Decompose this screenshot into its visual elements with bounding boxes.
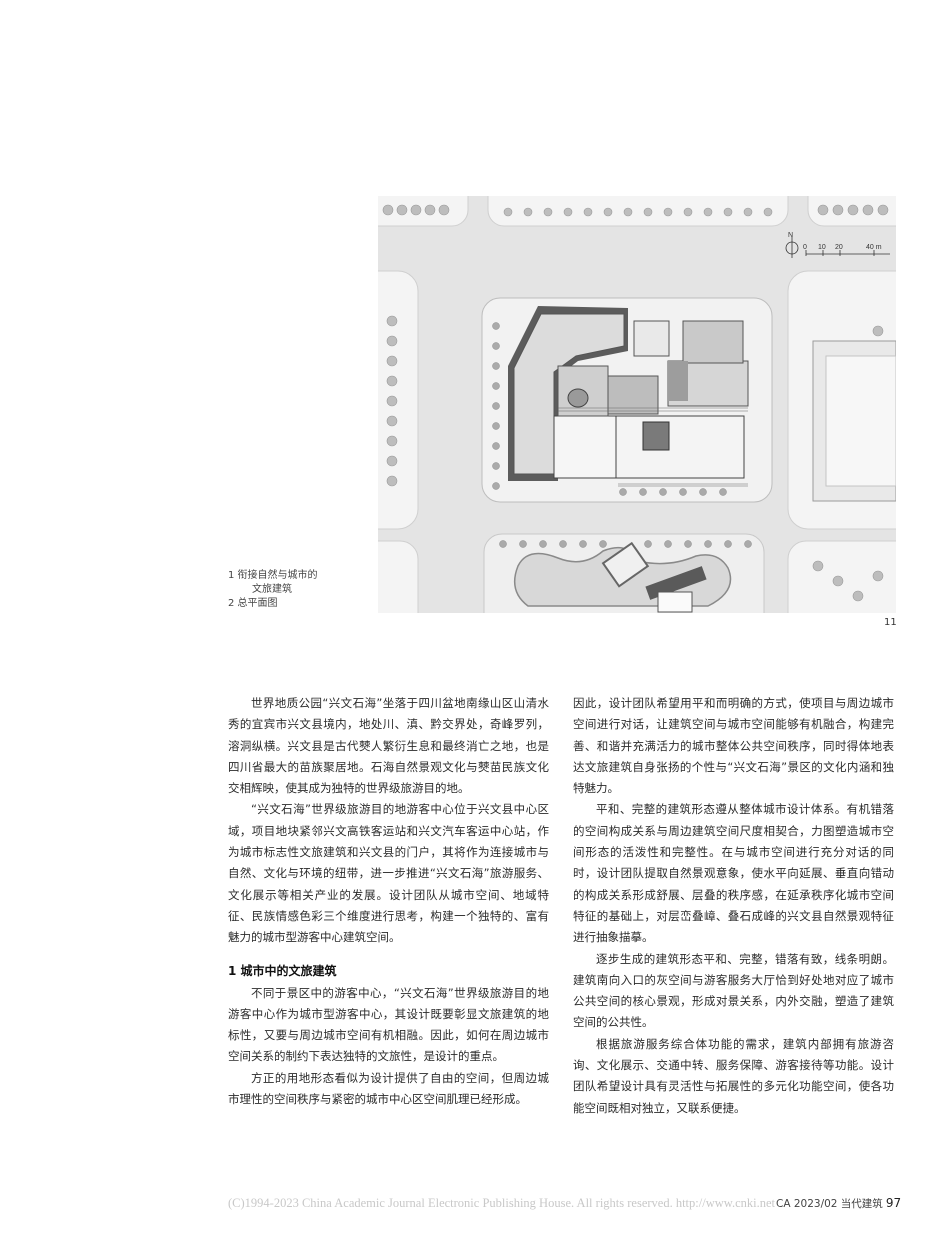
caption-1-cont: 文旅建筑 — [252, 584, 292, 595]
scale-label-10: 10 — [818, 244, 826, 251]
scale-label-20: 20 — [835, 244, 843, 251]
north-arrow-label: N — [788, 232, 793, 239]
figure-captions: 1 衔接自然与城市的 文旅建筑 2 总平面图 — [228, 569, 318, 611]
journal-name: CA 2023/02 当代建筑 — [776, 1198, 883, 1210]
caption-1: 1 衔接自然与城市的 — [228, 570, 318, 581]
section-heading: 1 城市中的文旅建筑 — [228, 963, 337, 978]
paragraph: 平和、完整的建筑形态遵从整体城市设计体系。有机错落的空间构成关系与周边建筑空间尺… — [573, 802, 894, 945]
body-column-right: 因此，设计团队希望用平和而明确的方式，使项目与周边城市空间进行对话，让建筑空间与… — [573, 693, 894, 1119]
paragraph: 不同于景区中的游客中心，“兴文石海”世界级旅游目的地游客中心作为城市型游客中心，… — [228, 985, 549, 1064]
page-number: 97 — [885, 1196, 902, 1210]
caption-2: 2 总平面图 — [228, 598, 278, 609]
site-plan-drawing: N 0 10 20 40 m — [378, 196, 896, 613]
paragraph: 方正的用地形态看似为设计提供了自由的空间，但周边城市理性的空间秩序与紧密的城市中… — [228, 1070, 549, 1107]
scale-label-40m: 40 m — [866, 244, 882, 251]
scale-label-0: 0 — [803, 244, 807, 251]
paragraph: 因此，设计团队希望用平和而明确的方式，使项目与周边城市空间进行对话，让建筑空间与… — [573, 696, 894, 796]
copyright-watermark: (C)1994-2023 China Academic Journal Elec… — [228, 1196, 776, 1210]
paragraph: 世界地质公园“兴文石海”坐落于四川盆地南缘山区山清水秀的宜宾市兴文县境内，地处川… — [228, 696, 549, 796]
paragraph: 逐步生成的建筑形态平和、完整，错落有致，线条明朗。建筑南向入口的灰空间与游客服务… — [573, 951, 894, 1030]
figure-number: 11 — [884, 617, 897, 628]
body-column-left: 世界地质公园“兴文石海”坐落于四川盆地南缘山区山清水秀的宜宾市兴文县境内，地处川… — [228, 693, 549, 1110]
paragraph: “兴文石海”世界级旅游目的地游客中心位于兴文县中心区域，项目地块紧邻兴文高铁客运… — [228, 802, 549, 945]
paragraph: 根据旅游服务综合体功能的需求，建筑内部拥有旅游咨询、文化展示、交通中转、服务保障… — [573, 1036, 894, 1115]
site-plan-figure: N 0 10 20 40 m — [378, 196, 896, 613]
